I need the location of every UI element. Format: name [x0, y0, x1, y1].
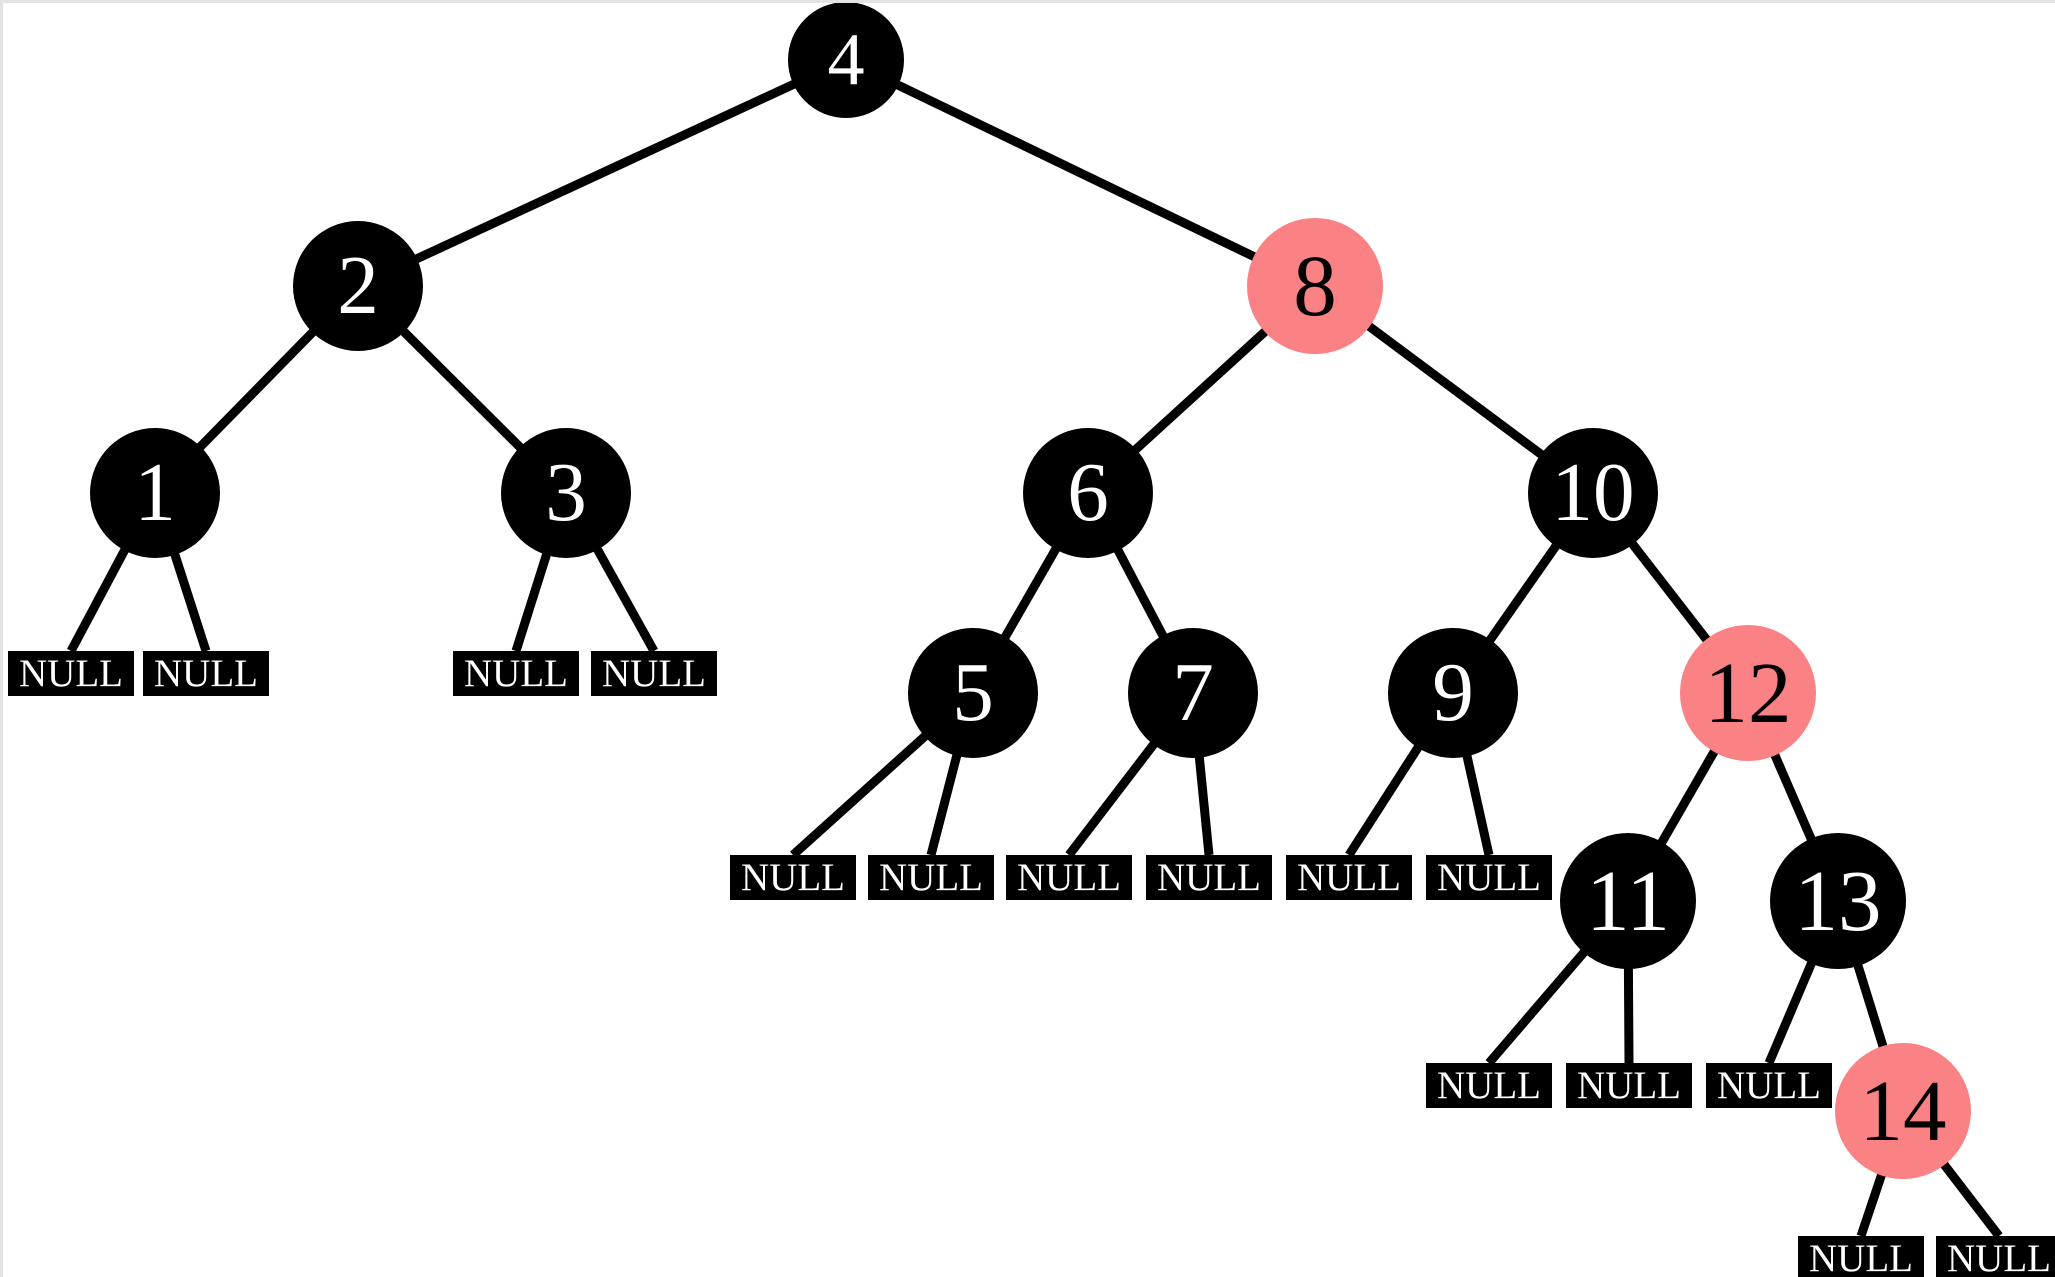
tree-edge: [844, 55, 1317, 291]
tree-edge: [356, 55, 848, 291]
tree-null-leaf: NULL: [1936, 1236, 2055, 1277]
tree-node-5[interactable]: 5: [908, 628, 1038, 758]
tree-node-label: 13: [1794, 852, 1882, 950]
tree-node-4[interactable]: 4: [788, 3, 904, 118]
tree-node-9[interactable]: 9: [1388, 628, 1518, 758]
tree-null-leaf: NULL: [591, 651, 717, 696]
tree-null-leaf: NULL: [143, 651, 269, 696]
tree-null-leaf: NULL: [868, 855, 994, 900]
tree-null-leaf: NULL: [453, 651, 579, 696]
tree-node-1[interactable]: 1: [90, 428, 220, 558]
tree-node-label: 4: [827, 18, 865, 101]
tree-node-10[interactable]: 10: [1528, 428, 1658, 558]
tree-null-leaf: NULL: [1566, 1063, 1692, 1108]
tree-node-13[interactable]: 13: [1770, 833, 1906, 969]
tree-node-label: 14: [1859, 1062, 1947, 1160]
tree-null-leaf: NULL: [730, 855, 856, 900]
tree-node-label: 12: [1704, 644, 1792, 742]
tree-node-label: 6: [1067, 446, 1109, 539]
tree-node-label: 9: [1432, 646, 1474, 739]
tree-null-leaf: NULL: [1426, 855, 1552, 900]
tree-node-label: 2: [337, 239, 379, 332]
tree-null-leaf: NULL: [1426, 1063, 1552, 1108]
tree-node-2[interactable]: 2: [293, 221, 423, 351]
tree-node-11[interactable]: 11: [1560, 833, 1696, 969]
tree-null-leaf: NULL: [1798, 1236, 1924, 1277]
tree-node-label: 11: [1586, 852, 1670, 950]
tree-node-label: 5: [952, 646, 994, 739]
tree-null-leaf: NULL: [8, 651, 134, 696]
tree-node-label: 3: [545, 446, 587, 539]
tree-node-label: 7: [1172, 646, 1214, 739]
tree-null-leaf: NULL: [1146, 855, 1272, 900]
tree-node-label: 8: [1293, 237, 1337, 335]
tree-node-14[interactable]: 14: [1835, 1043, 1971, 1179]
tree-node-12[interactable]: 12: [1680, 625, 1816, 761]
tree-node-label: 1: [134, 446, 176, 539]
tree-null-leaf: NULL: [1006, 855, 1132, 900]
tree-node-label: 10: [1551, 446, 1635, 539]
tree-node-8[interactable]: 8: [1247, 218, 1383, 354]
tree-null-leaf: NULL: [1286, 855, 1412, 900]
tree-node-3[interactable]: 3: [501, 428, 631, 558]
tree-node-7[interactable]: 7: [1128, 628, 1258, 758]
tree-node-6[interactable]: 6: [1023, 428, 1153, 558]
tree-null-leaf: NULL: [1706, 1063, 1832, 1108]
